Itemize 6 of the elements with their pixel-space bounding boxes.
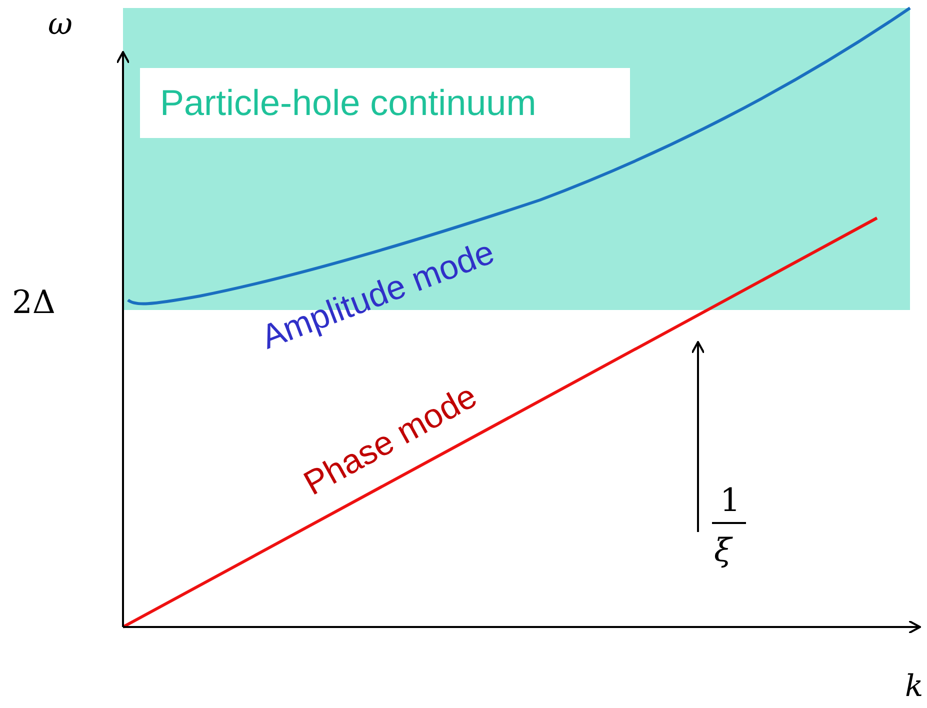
- fraction-denominator: ξ: [714, 534, 732, 566]
- axis-label: k: [905, 672, 924, 702]
- axis-label: ω: [48, 10, 72, 40]
- fraction-numerator: 1: [720, 484, 740, 516]
- tick-label: 2Δ: [12, 286, 56, 318]
- label-box: Particle-hole continuum: [140, 68, 630, 138]
